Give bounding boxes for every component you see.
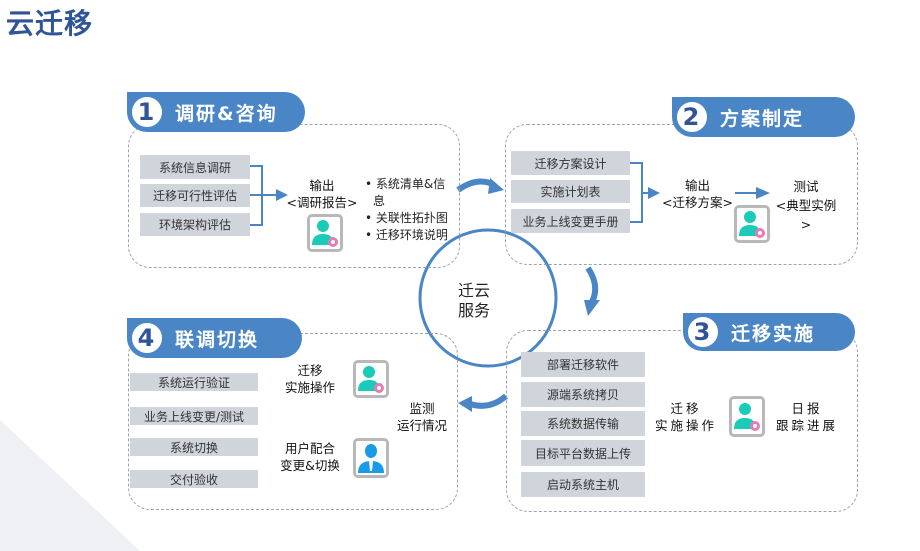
phase4-title: 联调切换: [175, 328, 260, 351]
phase3-header: 3 迁移实施: [683, 313, 855, 351]
phase3-panel: [506, 330, 858, 512]
engineer-icon: [729, 396, 765, 437]
phase3-item: 启动系统主机: [521, 472, 645, 497]
phase4-item: 业务上线变更/测试: [130, 407, 258, 425]
engineer-icon: [734, 205, 770, 243]
center-ring: [418, 228, 558, 368]
arrow-1-to-2: [456, 178, 496, 193]
phase4-number: 4: [129, 320, 165, 356]
phase4-header: 4 联调切换: [127, 318, 302, 358]
phase3-report: 日报跟踪进展: [775, 401, 838, 433]
phase3-title: 迁移实施: [731, 322, 816, 345]
phase3-item: 源端系统拷贝: [521, 382, 645, 407]
phase1-number: 1: [129, 94, 165, 130]
phase1-bracket: [250, 165, 278, 226]
phase2-output: 输出<迁移方案>: [662, 178, 733, 210]
phase1-title: 调研&咨询: [175, 102, 278, 125]
page-title: 云迁移: [6, 7, 94, 40]
corner-shape: [0, 420, 140, 551]
phase3-number: 3: [685, 314, 721, 350]
phase1-output: 输出<调研报告>: [286, 178, 358, 210]
arrow-3-to-4: [469, 393, 508, 409]
phase2-test: 测试<典型实例>: [775, 179, 837, 232]
phase2-header: 2 方案制定: [672, 97, 855, 137]
phase3-op: 迁移实施操作: [654, 401, 717, 433]
phase4-item: 系统切换: [130, 438, 258, 456]
phase4-item: 交付验收: [130, 470, 258, 488]
phase4-user: 用户配合变更&切换: [280, 441, 340, 473]
phase2-title: 方案制定: [720, 107, 805, 130]
center-label: 迁云服务: [458, 281, 491, 320]
phase1-item: 环境架构评估: [140, 213, 250, 236]
phase4-item: 系统运行验证: [130, 373, 258, 391]
phase2-item: 实施计划表: [511, 180, 630, 203]
phase1-item: 迁移可行性评估: [140, 184, 250, 207]
phase3-item: 部署迁移软件: [521, 352, 645, 377]
phase3-item: 目标平台数据上传: [521, 440, 645, 466]
phase4-op: 迁移实施操作: [284, 363, 335, 395]
phase1-header: 1 调研&咨询: [127, 92, 305, 132]
phase2-item: 迁移方案设计: [511, 151, 630, 175]
phase4-monitor: 监测运行情况: [396, 401, 447, 433]
arrow-2-to-3: [585, 266, 599, 304]
user-icon: [353, 438, 389, 478]
phase1-item: 系统信息调研: [140, 155, 250, 179]
phase3-item: 系统数据传输: [521, 411, 645, 436]
phase1-bullets: • 系统清单&信 息 • 关联性拓扑图 • 迁移环境说明: [365, 177, 448, 242]
phase2-number: 2: [674, 99, 710, 135]
phase2-item: 业务上线变更手册: [511, 209, 630, 233]
engineer-icon: [307, 214, 343, 252]
engineer-icon: [353, 360, 389, 398]
